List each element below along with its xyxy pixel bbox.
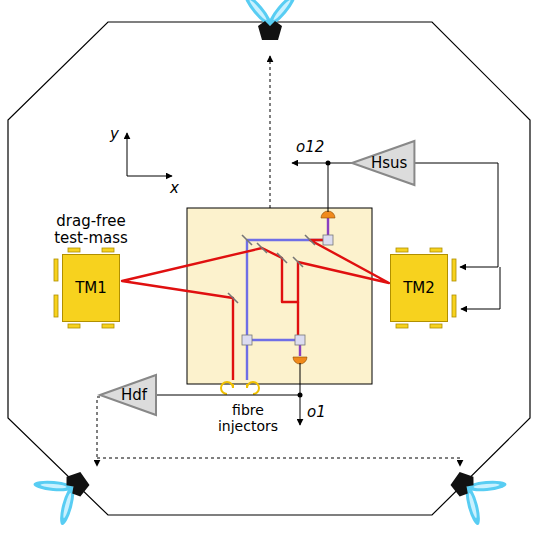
photodiodes xyxy=(293,211,335,364)
node-label: Hdf xyxy=(109,386,147,404)
mirrors xyxy=(228,235,315,303)
controller-triangle: Hdf xyxy=(100,375,156,415)
axis-label: x xyxy=(170,180,179,197)
thruster xyxy=(29,455,102,530)
fibre-loops xyxy=(221,382,259,394)
signal-name: o12 xyxy=(296,139,324,156)
test-mass: TM2 xyxy=(390,254,448,322)
node-label: TM2 xyxy=(403,279,435,297)
command-lines xyxy=(97,56,460,466)
heading: drag-free test-mass xyxy=(45,213,137,248)
node-label: Hsus xyxy=(359,154,407,172)
feedback-connector xyxy=(414,163,498,267)
axes xyxy=(127,133,172,176)
axis-label: y xyxy=(110,126,119,143)
part-name: fibre injectors xyxy=(210,402,286,434)
spacecraft-outline xyxy=(8,22,530,515)
signal-lines xyxy=(156,163,500,425)
test-mass: drag-free test-massTM1 xyxy=(62,254,120,322)
signal-name: o1 xyxy=(307,404,326,421)
thruster xyxy=(439,455,512,530)
junction-dots xyxy=(298,161,331,398)
controller-triangle: Hsus xyxy=(352,141,414,185)
beam-splitters xyxy=(242,235,333,345)
beams xyxy=(122,218,389,380)
thruster xyxy=(241,0,298,40)
electrodes xyxy=(54,248,456,328)
node-label: TM1 xyxy=(75,279,107,297)
